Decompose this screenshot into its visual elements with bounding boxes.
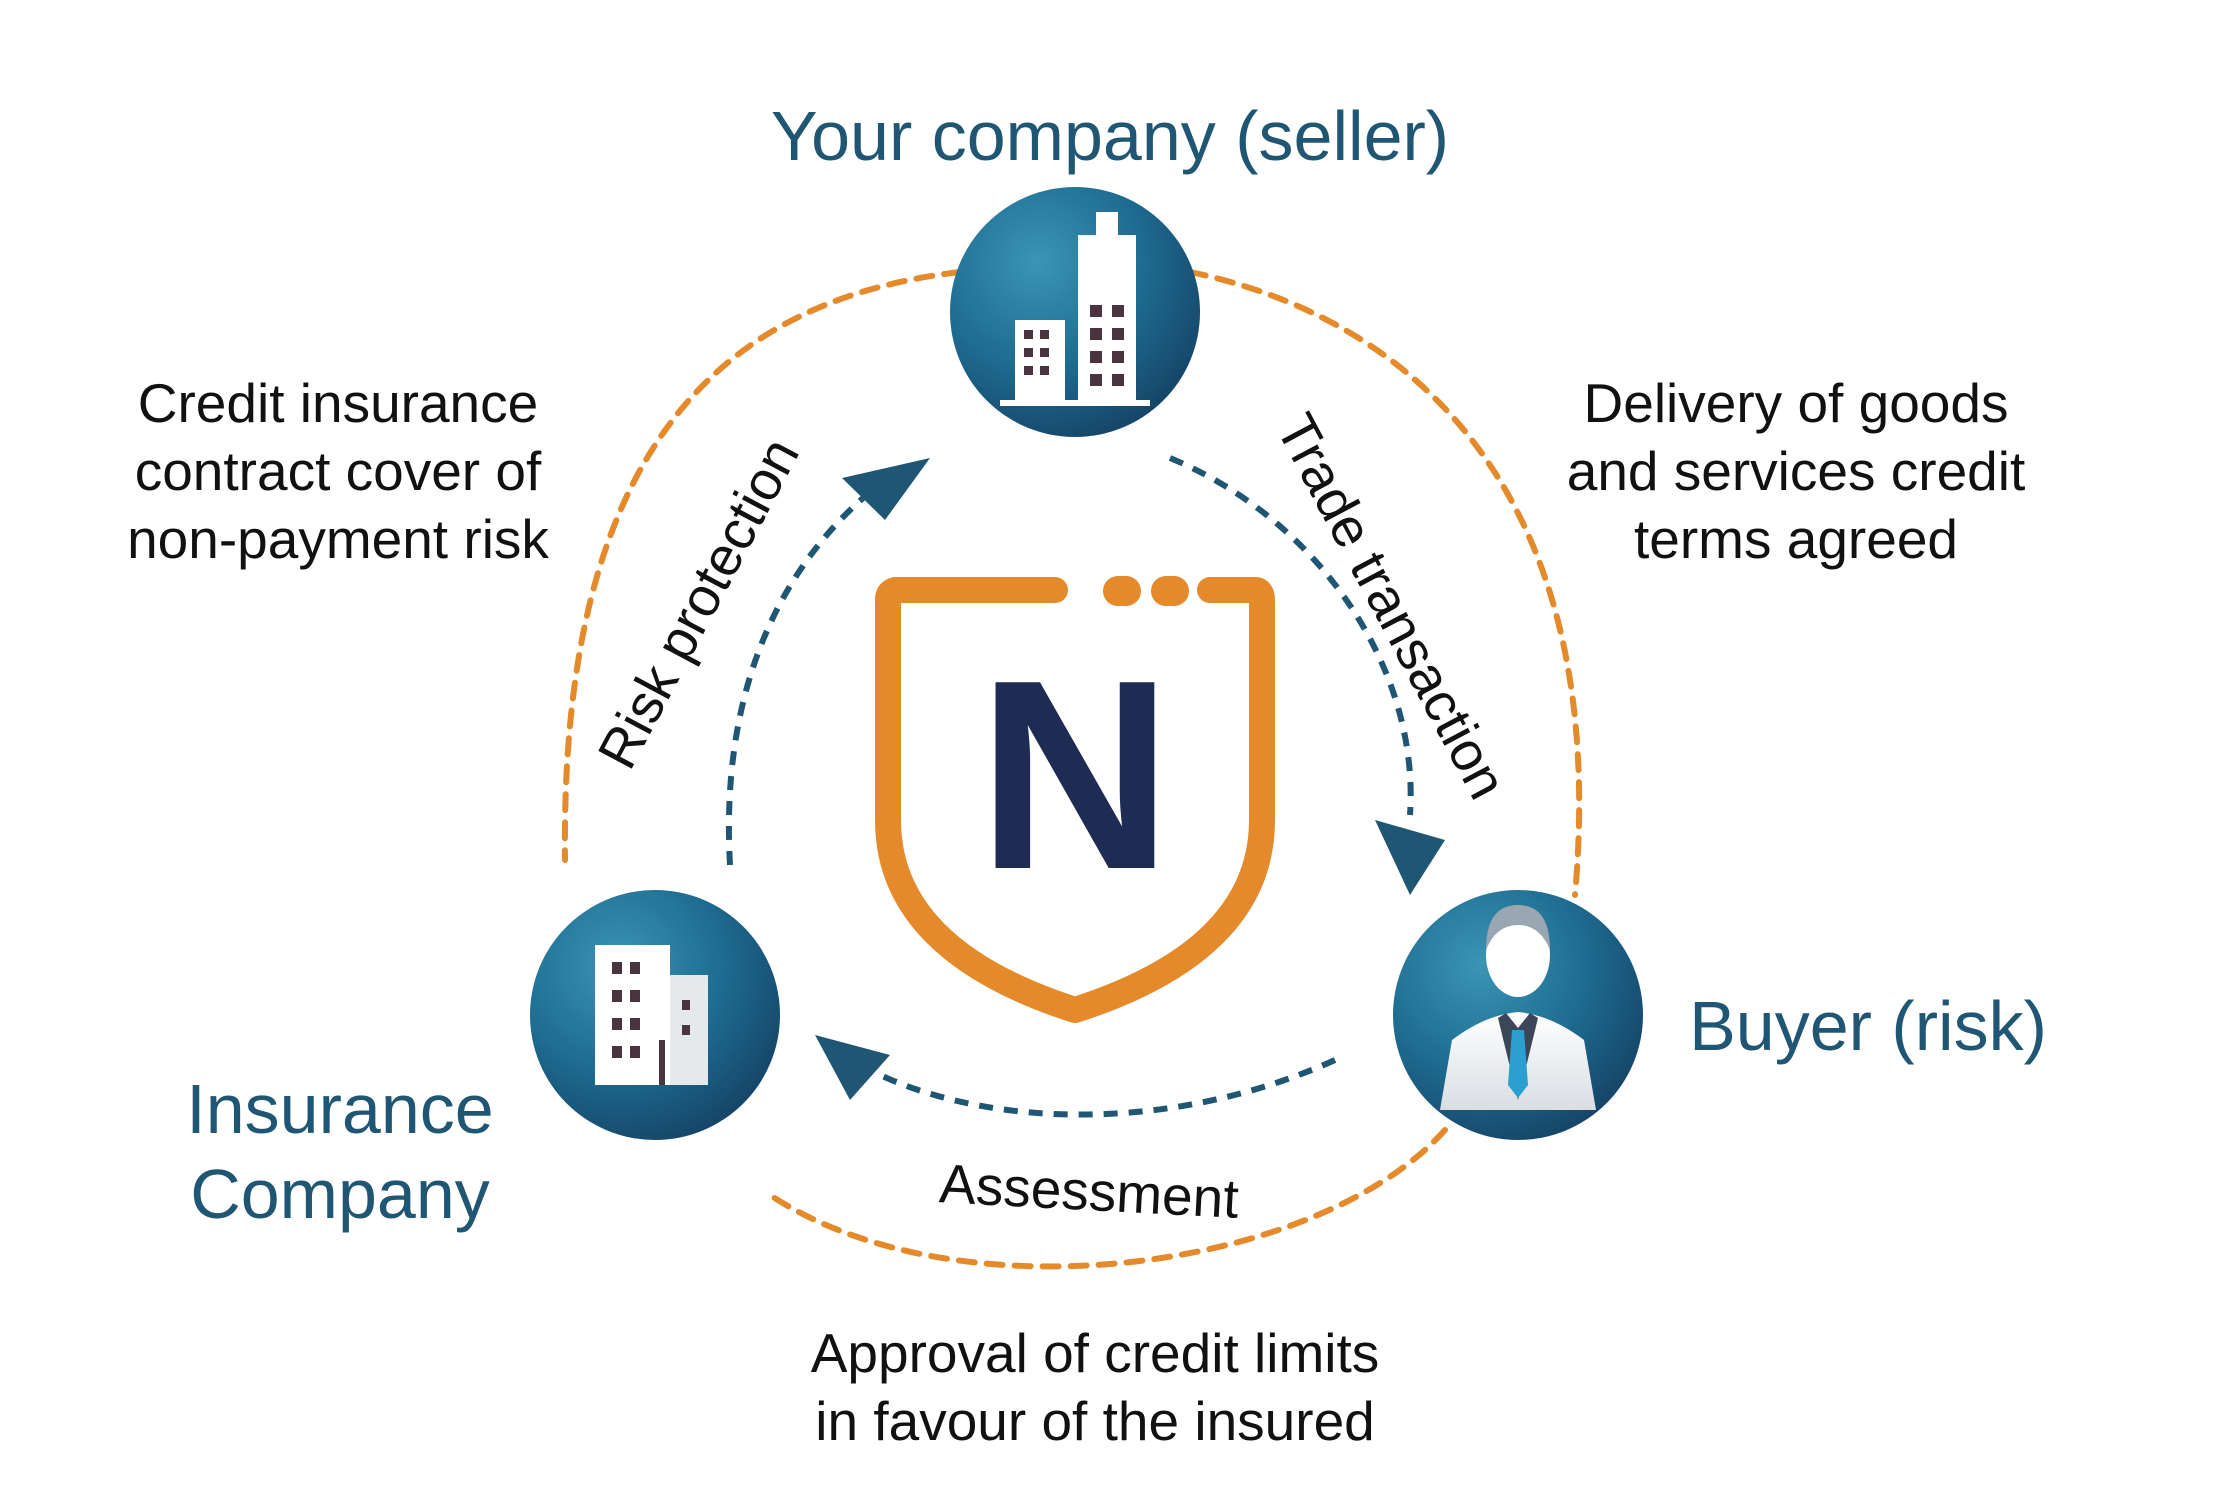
outer-arc-left: [561, 269, 963, 863]
seller-node: Your company (seller): [771, 97, 1449, 437]
assessment-arrow-path: [878, 1057, 1337, 1118]
credit-insurance-line-2: contract cover of: [135, 440, 542, 502]
credit-insurance-description: Credit insurance contract cover of non-p…: [127, 372, 549, 570]
risk-protection-arrowhead: [842, 458, 930, 520]
assessment-arrowhead: [815, 1035, 890, 1100]
trade-transaction-arrowhead: [1375, 820, 1445, 895]
insurer-label-line-2: Company: [190, 1155, 490, 1233]
buyer-label: Buyer (risk): [1689, 987, 2047, 1065]
businessman-hair: [1486, 905, 1550, 950]
seller-label: Your company (seller): [771, 97, 1449, 175]
approval-line-2: in favour of the insured: [815, 1390, 1375, 1452]
delivery-line-2: and services credit: [1567, 440, 2026, 502]
trade-transaction-arrow-path: [1168, 455, 1414, 816]
outer-orange-cycle: [561, 269, 1583, 1270]
inner-teal-arrows: [725, 455, 1445, 1118]
logo-dot-left: [1103, 576, 1141, 606]
buyer-node: Buyer (risk): [1393, 890, 2047, 1140]
skyscraper-icon: [1000, 212, 1150, 406]
risk-protection-label: Risk protection: [585, 428, 811, 778]
trade-transaction-label: Trade transaction: [1264, 403, 1519, 808]
businessman-head: [1486, 913, 1550, 997]
logo-letter: N: [978, 625, 1173, 926]
risk-protection-arrow-path: [725, 477, 887, 866]
credit-insurance-line-1: Credit insurance: [138, 372, 538, 434]
assessment-label: Assessment: [938, 1152, 1240, 1230]
delivery-line-1: Delivery of goods: [1584, 372, 2009, 434]
businessman-icon: [1440, 905, 1596, 1110]
seller-circle: [950, 187, 1200, 437]
office-building-icon: [595, 945, 708, 1085]
delivery-line-3: terms agreed: [1634, 508, 1958, 570]
credit-insurance-line-3: non-payment risk: [127, 508, 549, 570]
outer-arc-bottom: [767, 1127, 1448, 1270]
insurer-node: Insurance Company: [186, 890, 780, 1233]
n-shield-logo: N: [875, 576, 1275, 1023]
businessman-tie: [1508, 1030, 1528, 1098]
approval-line-1: Approval of credit limits: [811, 1322, 1380, 1384]
shield-icon: [875, 577, 1275, 1023]
delivery-description: Delivery of goods and services credit te…: [1567, 372, 2026, 570]
approval-description: Approval of credit limits in favour of t…: [811, 1322, 1380, 1452]
outer-arc-right: [1187, 269, 1583, 898]
logo-dot-right: [1151, 576, 1189, 606]
insurer-label-line-1: Insurance: [186, 1070, 493, 1148]
